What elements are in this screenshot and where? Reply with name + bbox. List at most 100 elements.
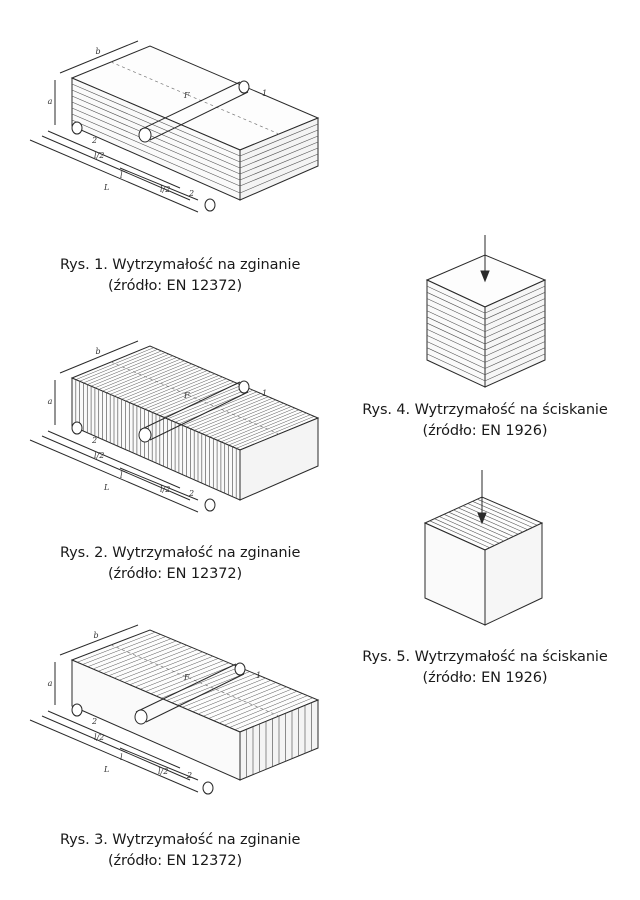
- hatch-line: [108, 645, 187, 676]
- label-two-left: 2: [91, 436, 97, 445]
- hatch-line: [448, 511, 509, 540]
- label-F: F: [183, 391, 190, 400]
- hatch-line: [439, 516, 500, 544]
- figure-1-caption: Rys. 1. Wytrzymałość na zginanie (źródło…: [60, 255, 301, 297]
- hatch-line: [176, 673, 256, 706]
- load-arrow: [480, 235, 490, 283]
- label-L: L: [103, 483, 109, 492]
- loading-roller: [138, 80, 250, 143]
- label-l-half-2: l/2: [160, 185, 170, 194]
- figure-4: Rys. 4. Wytrzymałość na ściskanie (źródł…: [330, 225, 640, 450]
- hatch-line: [224, 693, 303, 726]
- layer-lines-left: [426, 285, 486, 382]
- caption-line-2: (źródło: EN 12372): [107, 278, 243, 294]
- figure-4-caption: Rys. 4. Wytrzymałość na ściskanie (źródł…: [345, 400, 625, 442]
- hatch-line: [125, 368, 204, 402]
- label-one: 1: [262, 89, 267, 98]
- hatch-line: [113, 363, 193, 397]
- hatch-line: [426, 304, 486, 332]
- hatch-line: [113, 647, 193, 679]
- hatch-line: [98, 640, 177, 672]
- hatch-line: [77, 631, 156, 663]
- hatch-line: [426, 347, 486, 375]
- hatch-line: [426, 328, 486, 357]
- caption-line-1: Rys. 1. Wytrzymałość na zginanie: [60, 257, 301, 273]
- layer-lines-front: [71, 83, 241, 194]
- label-two-left: 2: [91, 717, 97, 726]
- hatch-line: [443, 514, 505, 542]
- label-L: L: [103, 765, 109, 774]
- loading-roller: [138, 380, 250, 443]
- hatch-line: [458, 507, 519, 535]
- label-l-half-1: l/2: [94, 151, 104, 160]
- label-two-right: 2: [188, 189, 194, 198]
- label-a: a: [48, 97, 53, 106]
- hatch-line: [426, 285, 486, 314]
- hatch-line: [426, 316, 486, 345]
- hatch-line: [426, 341, 486, 369]
- figure-3: b a 1 2 2 l/2 l/2 l L F Rys. 3. Wytrzyma…: [0, 600, 330, 900]
- label-ell: l: [120, 471, 123, 480]
- hatch-line: [429, 520, 490, 549]
- hatch-line: [426, 322, 486, 351]
- hatch-line: [434, 518, 495, 546]
- hatch-line: [426, 353, 486, 382]
- hatch-line: [426, 310, 486, 339]
- hatch-line: [477, 498, 538, 526]
- figure-2-caption: Rys. 2. Wytrzymałość na zginanie (źródło…: [60, 543, 300, 585]
- hatch-line: [213, 688, 292, 721]
- hatch-line: [98, 357, 177, 390]
- hatch-line: [119, 649, 198, 681]
- support-rollers: [71, 421, 216, 512]
- hatch-line: [203, 684, 282, 717]
- slab-right-face: [239, 417, 319, 501]
- label-two-right: 2: [188, 489, 194, 498]
- loading-roller: [134, 662, 246, 725]
- hatch-line: [236, 416, 315, 449]
- caption-line-2: (źródło: EN 12372): [107, 566, 243, 582]
- figure-3-caption: Rys. 3. Wytrzymałość na zginanie (źródło…: [60, 830, 300, 872]
- hatch-line: [224, 411, 303, 444]
- hatch-line: [197, 399, 277, 433]
- support-rollers: [71, 121, 216, 212]
- hatch-line: [209, 404, 288, 438]
- layer-lines-top: [429, 498, 538, 549]
- label-l-half-2: l/2: [160, 485, 170, 494]
- caption-line-1: Rys. 4. Wytrzymałość na ściskanie: [362, 402, 608, 418]
- layer-lines-right: [246, 702, 312, 778]
- caption-line-2: (źródło: EN 1926): [422, 423, 548, 439]
- label-b: b: [93, 631, 98, 640]
- label-b: b: [95, 47, 100, 56]
- hatch-line: [426, 335, 486, 363]
- label-F: F: [183, 673, 190, 682]
- label-F: F: [183, 91, 190, 100]
- caption-line-2: (źródło: EN 1926): [422, 670, 548, 686]
- compression-test-cube-horizontal: [425, 235, 547, 388]
- label-l-half-1: l/2: [94, 451, 104, 460]
- label-a: a: [48, 397, 53, 406]
- bending-test-diagram-2: b a 1 2 2 l/2 l/2 l L F: [29, 340, 320, 513]
- hatch-line: [453, 509, 514, 537]
- hatch-line: [75, 347, 154, 380]
- hatch-line: [462, 505, 524, 533]
- caption-line-2: (źródło: EN 12372): [107, 853, 243, 869]
- hatch-line: [87, 352, 166, 385]
- hatch-line: [426, 292, 486, 320]
- hatch-line: [467, 503, 528, 531]
- hatch-line: [484, 347, 546, 375]
- hatch-line: [87, 636, 166, 667]
- label-l-half-2: l/2: [158, 767, 168, 776]
- caption-line-1: Rys. 5. Wytrzymałość na ściskanie: [362, 649, 608, 665]
- hatch-line: [136, 373, 216, 407]
- bending-test-diagram-1: b a 1 2 2 l/2 l/2 l L F: [29, 40, 320, 213]
- hatch-line: [182, 675, 261, 708]
- label-ell: l: [120, 753, 123, 762]
- hatch-line: [208, 686, 287, 719]
- label-a: a: [48, 679, 53, 688]
- slab-right-face: [239, 117, 319, 201]
- label-b: b: [95, 347, 100, 356]
- figure-2: b a 1 2 2 l/2 l/2 l L F Rys. 2. Wytrzyma…: [0, 300, 330, 600]
- figure-1: b a 1 2 2 l/2 l/2 l L F Rys. 1. Wytrzyma…: [0, 0, 330, 300]
- hatch-line: [484, 298, 546, 326]
- label-one: 1: [262, 389, 267, 398]
